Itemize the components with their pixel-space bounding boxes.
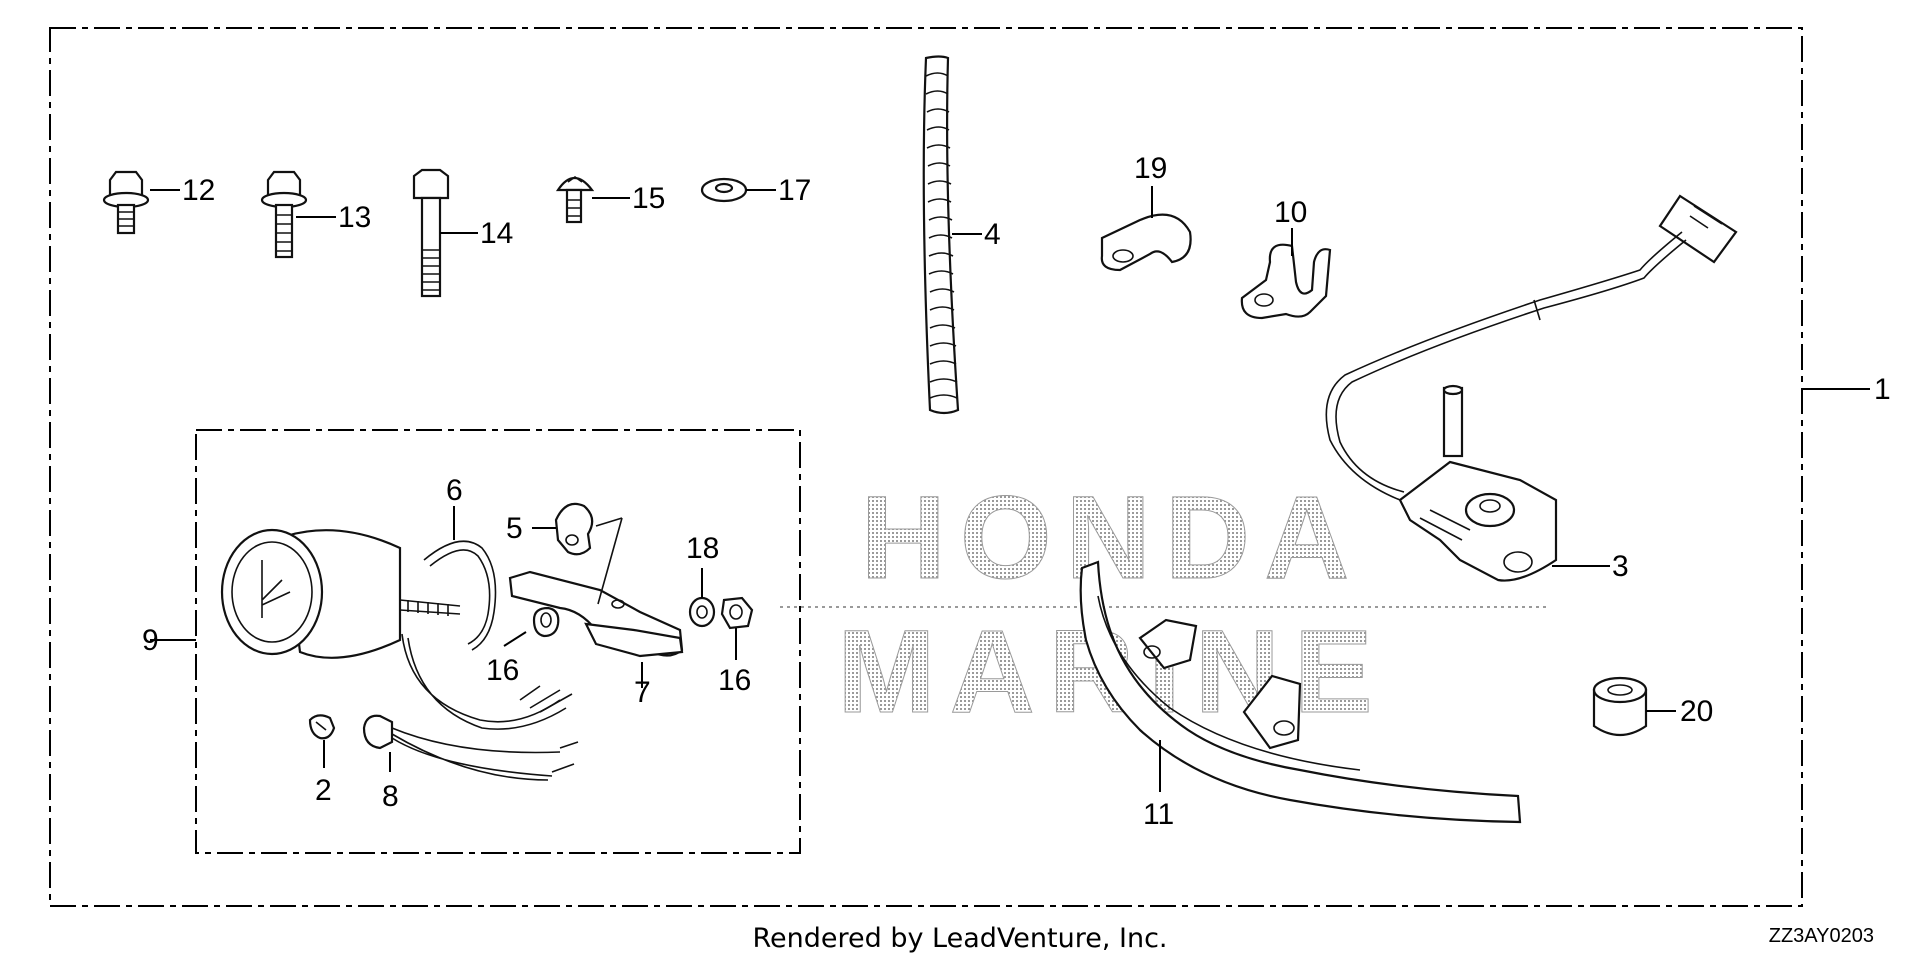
part-7-bracket[interactable] bbox=[508, 517, 684, 658]
part-4-spiral-wrap[interactable] bbox=[922, 55, 960, 415]
part-3-sensor-harness[interactable] bbox=[1325, 194, 1738, 582]
callout-19: 19 bbox=[1134, 152, 1167, 185]
part-9-hour-meter[interactable] bbox=[220, 528, 573, 730]
callout-4: 4 bbox=[984, 218, 1001, 251]
callout-15: 15 bbox=[632, 182, 665, 215]
part-2-bulb[interactable] bbox=[308, 714, 336, 740]
part-11-bracket[interactable] bbox=[1079, 560, 1522, 824]
callout-1: 1 bbox=[1874, 373, 1891, 406]
part-5-clamp[interactable] bbox=[554, 502, 594, 556]
part-17-washer[interactable] bbox=[700, 177, 748, 203]
part-13-flange-bolt[interactable] bbox=[260, 170, 308, 259]
part-6-ring[interactable] bbox=[423, 540, 497, 651]
callout-13: 13 bbox=[338, 201, 371, 234]
diagram-code: ZZ3AY0203 bbox=[1768, 925, 1874, 947]
callout-8: 8 bbox=[382, 780, 399, 813]
callout-17: 17 bbox=[778, 174, 811, 207]
callout-12: 12 bbox=[182, 174, 215, 207]
callout-10: 10 bbox=[1274, 196, 1307, 229]
part-16-grommet-a[interactable] bbox=[532, 606, 560, 638]
part-18-grommet[interactable] bbox=[688, 596, 716, 628]
part-16-nut-b[interactable] bbox=[720, 596, 754, 630]
callout-3: 3 bbox=[1612, 550, 1629, 583]
rendered-by-credit: Rendered by LeadVenture, Inc. bbox=[752, 923, 1168, 954]
meter-subassembly-frame bbox=[195, 429, 801, 854]
callout-7: 7 bbox=[634, 676, 651, 709]
callout-14: 14 bbox=[480, 217, 513, 250]
callout-18: 18 bbox=[686, 532, 719, 565]
callout-2: 2 bbox=[315, 774, 332, 807]
callout-9: 9 bbox=[142, 624, 159, 657]
kit-frame bbox=[49, 27, 1803, 907]
callout-16-left: 16 bbox=[486, 654, 519, 687]
part-19-clamp[interactable] bbox=[1100, 213, 1192, 272]
callout-11: 11 bbox=[1143, 798, 1174, 831]
callout-20: 20 bbox=[1680, 695, 1713, 728]
callout-5: 5 bbox=[506, 512, 523, 545]
part-15-screw[interactable] bbox=[555, 176, 595, 224]
part-14-bolt[interactable] bbox=[412, 168, 450, 298]
part-10-saddle-clamp[interactable] bbox=[1240, 243, 1332, 320]
part-20-collar[interactable] bbox=[1592, 676, 1648, 737]
part-12-flange-bolt[interactable] bbox=[102, 170, 150, 235]
part-8-lamp-socket[interactable] bbox=[362, 714, 579, 781]
callout-16-right: 16 bbox=[718, 664, 751, 697]
watermark-honda: HONDA bbox=[861, 472, 1364, 604]
callout-6: 6 bbox=[446, 474, 463, 507]
